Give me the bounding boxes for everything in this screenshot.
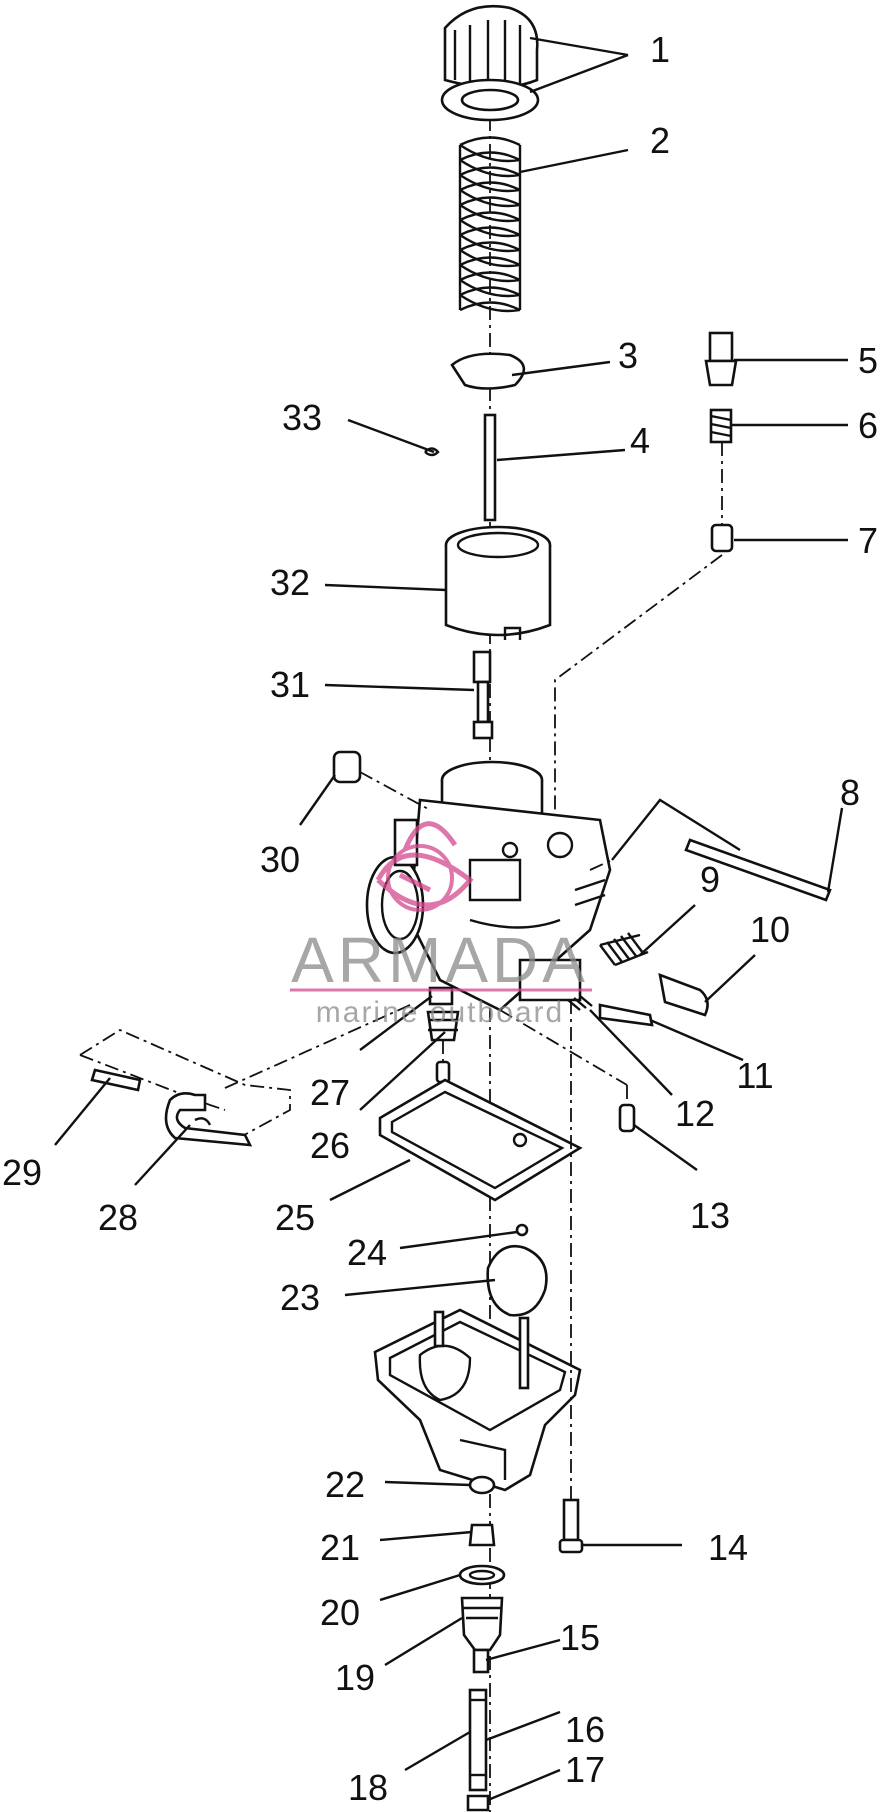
callout-labels: 1234567891011121314151617181920212223242… [2,29,878,1808]
part-rod [589,798,832,902]
part-spring [458,136,522,313]
part-clip-plate [450,352,526,390]
part-throttle-slide [444,525,552,640]
callout-label-28: 28 [98,1197,138,1238]
callout-label-17: 17 [565,1749,605,1790]
watermark: ARMADA marine outboard [290,821,592,1029]
callout-label-21: 21 [320,1527,360,1568]
part-gasket [378,1078,583,1202]
callout-label-33: 33 [282,397,322,438]
callout-label-3: 3 [618,335,638,376]
watermark-logo-icon [375,821,474,908]
part-pilot-screw [567,995,654,1027]
callout-label-13: 13 [690,1195,730,1236]
callout-label-19: 19 [335,1657,375,1698]
callout-label-10: 10 [750,909,790,950]
callout-label-1: 1 [650,29,670,70]
part-fitting-13 [499,1009,636,1133]
callout-label-11: 11 [736,1055,773,1096]
callout-label-7: 7 [858,520,878,561]
callout-label-18: 18 [348,1767,388,1808]
part-screw-14 [558,1000,584,1554]
callout-label-14: 14 [708,1527,748,1568]
callout-label-27: 27 [310,1072,350,1113]
callout-label-5: 5 [858,340,878,381]
callout-label-23: 23 [280,1277,320,1318]
callout-label-22: 22 [325,1464,365,1505]
watermark-brand: ARMADA [291,924,589,996]
part-screw-10 [658,972,709,1017]
callout-label-29: 29 [2,1152,42,1193]
callout-label-8: 8 [840,772,860,813]
callout-label-32: 32 [270,562,310,603]
callout-label-4: 4 [630,420,650,461]
part-cap [440,4,540,122]
callout-label-16: 16 [565,1709,605,1750]
watermark-tagline: marine outboard [316,996,564,1029]
callout-label-2: 2 [650,120,670,161]
part-float-arm [79,1004,411,1147]
part-float [486,1223,548,1317]
callout-label-20: 20 [320,1592,360,1633]
part-30-cap [332,750,431,811]
callout-label-31: 31 [270,664,310,705]
callout-label-24: 24 [347,1232,387,1273]
part-air-screw [704,331,738,553]
callout-label-30: 30 [260,839,300,880]
part-needle [483,413,497,522]
callout-label-6: 6 [858,405,878,446]
leader-lines [54,36,848,1802]
callout-label-9: 9 [700,859,720,900]
route-line-7 [554,554,723,840]
part-float-bowl [373,1308,582,1492]
part-pilot-spring [599,932,649,967]
callout-label-12: 12 [675,1093,715,1134]
callout-label-15: 15 [560,1617,600,1658]
callout-label-26: 26 [310,1125,350,1166]
part-drain-stack [458,1475,506,1812]
callout-label-25: 25 [275,1197,315,1238]
part-needle-jet [472,650,494,740]
